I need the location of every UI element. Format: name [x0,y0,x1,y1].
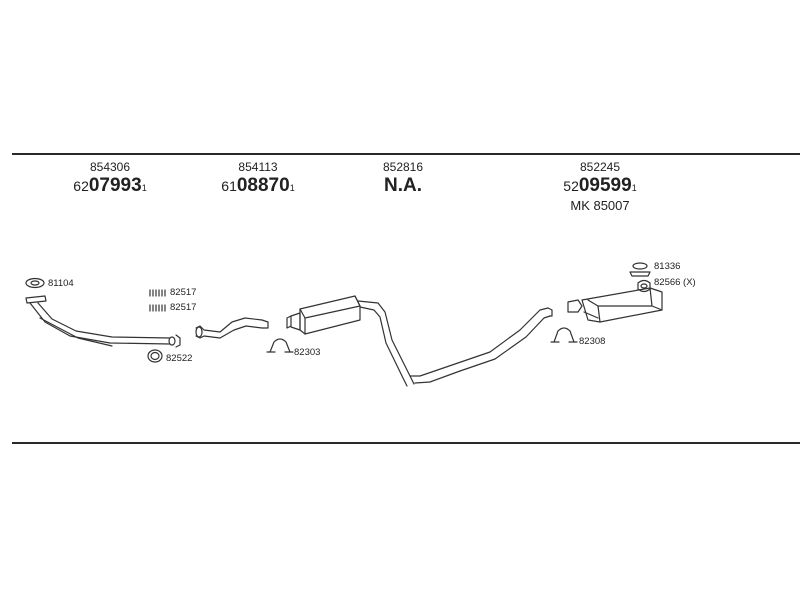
reference-number: 62079931 [73,175,147,196]
middle-pipe-icon [195,317,269,339]
label-gasket-front: 81104 [48,278,74,289]
clamp-mid-icon [266,338,294,353]
label-clamp-mid: 82303 [294,347,321,358]
intermediate-pipe-icon [357,300,553,387]
clamp-rear-icon [550,327,578,343]
part-number: 854306 [89,160,131,174]
rear-muffler-icon [567,287,663,323]
front-pipe-icon [25,295,181,348]
part-column-mid-pipe: 854113 61088701 [221,160,294,196]
part-number: 852816 [382,160,424,174]
label-bolts-b: 82517 [170,302,197,313]
kit-number: MK 85007 [570,198,630,213]
label-clamp-rear: 82308 [579,336,606,347]
label-bolts-a: 82517 [170,287,197,298]
label-ring-front: 82522 [166,353,193,364]
center-muffler-icon [286,295,361,335]
part-column-front-pipe: 854306 62079931 [73,160,146,196]
part-column-center-muffler: 852816 N.A. [383,160,423,196]
sealing-ring-icon [147,349,163,363]
part-number: 854113 [238,160,278,174]
part-number: 852245 [579,160,621,174]
top-divider [12,153,800,155]
bolts-set-a-icon [149,289,166,297]
tail-bracket-icon [637,279,651,293]
reference-number: N.A. [383,175,422,196]
rubber-mount-icon [629,262,651,277]
bolts-set-b-icon [149,304,166,312]
front-gasket-icon [25,277,45,289]
reference-number: 61088701 [221,175,295,196]
bottom-divider [12,442,800,444]
label-rubber-mount: 81336 [654,261,681,272]
label-tail-part: 82566 (X) [654,277,696,288]
reference-number: 52095991 [563,175,637,196]
part-column-rear-muffler: 852245 52095991 MK 85007 [563,160,636,213]
